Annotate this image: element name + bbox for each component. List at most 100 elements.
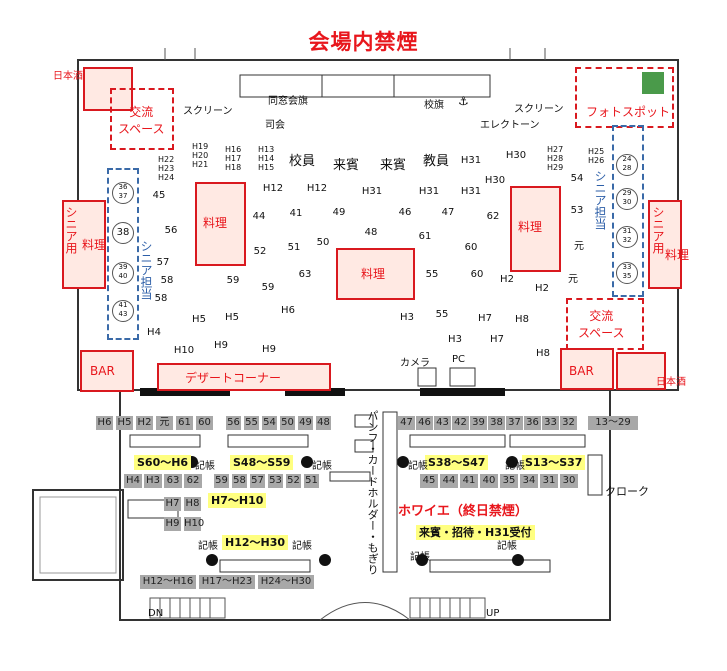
senior-right-area: [648, 200, 682, 289]
senior-left-seat-4: 41 43: [112, 300, 134, 322]
table-label: 49: [332, 207, 346, 218]
foyer-tag: 57: [250, 474, 265, 488]
kicho-label-6: 記帳: [292, 541, 312, 552]
table-label: 60: [464, 242, 478, 253]
electone-label: エレクトーン: [480, 120, 540, 131]
table-label: H7: [478, 313, 492, 324]
senior-right-label: シニア用: [651, 206, 665, 254]
ryori-c-area: [336, 248, 415, 300]
senior-tanto-left-label: シニア担当: [139, 240, 153, 300]
yellow-label-1: S60～H6: [134, 455, 192, 470]
table-label: 47: [441, 207, 455, 218]
yellow-label-7: 来賓・招待・H31受付: [416, 525, 535, 540]
table-label: H7: [490, 334, 504, 345]
foyer-tag: 59: [214, 474, 229, 488]
bar-right-area: [560, 348, 614, 390]
foyer-tag: 52: [286, 474, 301, 488]
table-label: 46: [398, 207, 412, 218]
foyer-tag: 58: [232, 474, 247, 488]
foyer-tag: 50: [280, 416, 295, 430]
pc-label: PC: [452, 354, 466, 365]
senior-tanto-right-label: シニア担当: [593, 170, 607, 230]
table-label: 元: [568, 274, 578, 285]
ryori-e-label: 料理: [665, 248, 690, 262]
ryori-c-label: 料理: [361, 267, 386, 281]
foyer-tag: 44: [440, 474, 458, 488]
head-label-raihin-2: 来賓: [380, 158, 407, 173]
foyer-tag: 37: [506, 416, 523, 430]
mc-label: 司会: [265, 120, 285, 131]
foyer-tag: H8: [184, 497, 201, 511]
table-label: 41: [289, 208, 303, 219]
table-label: 53: [570, 205, 584, 216]
table-label: 51: [287, 242, 301, 253]
table-label: H30: [505, 150, 527, 161]
bar-left-label: BAR: [90, 364, 115, 378]
table-label: H31: [361, 186, 383, 197]
foyer-tag: 33: [542, 416, 559, 430]
table-label: H12: [262, 183, 284, 194]
foyer-tag: H24～H30: [258, 575, 314, 589]
foyer-tag: 56: [226, 416, 241, 430]
kicho-label-4: 記帳: [505, 461, 525, 472]
table-label: H5: [192, 314, 206, 325]
table-label: H8: [515, 314, 529, 325]
foyer-tag: H10: [184, 517, 205, 531]
nihonshu-right-area: [616, 352, 666, 390]
table-label: H6: [281, 305, 295, 316]
up-label: UP: [486, 608, 500, 619]
foyer-tag: 42: [452, 416, 469, 430]
kicho-label-1: 記帳: [195, 461, 215, 472]
foyer-tag: 43: [434, 416, 451, 430]
table-label: H30: [484, 175, 506, 186]
senior-right-seat-4: 33 35: [616, 262, 638, 284]
foyer-tag: H17～H23: [199, 575, 255, 589]
ryori-d-label: 料理: [518, 220, 543, 234]
camera-label: カメラ: [400, 358, 430, 369]
nihonshu-left-label: 日本酒: [53, 71, 83, 82]
dn-label: DN: [148, 608, 164, 619]
foyer-tag: 39: [470, 416, 487, 430]
senior-tanto-left-area: [107, 168, 139, 340]
foyer-tag: 36: [524, 416, 541, 430]
foyer-tag: 34: [520, 474, 538, 488]
foyer-tag: 40: [480, 474, 498, 488]
senior-left-seat-2: 38: [112, 222, 134, 244]
kicho-label-3: 記帳: [408, 461, 428, 472]
table-label: 62: [486, 211, 500, 222]
table-label: 59: [261, 282, 275, 293]
foyer-tag: 60: [196, 416, 213, 430]
senior-left-seat-1: 36 37: [112, 182, 134, 204]
table-label: 50: [316, 237, 330, 248]
table-label: 52: [253, 246, 267, 257]
head-label-kyoin-2: 教員: [423, 154, 450, 169]
table-label: 61: [418, 231, 432, 242]
table-label: H8: [536, 348, 550, 359]
foyer-tag: 38: [488, 416, 505, 430]
table-label: 55: [435, 309, 449, 320]
senior-tanto-right-area: [612, 125, 644, 297]
foyer-tag: 47: [398, 416, 415, 430]
foyer-tag: 49: [298, 416, 313, 430]
screen-right-label: スクリーン: [514, 104, 564, 115]
table-label: H3: [400, 312, 414, 323]
yellow-label-4: S13～S37: [522, 455, 586, 470]
senior-right-seat-1: 24 28: [616, 154, 638, 176]
dessert-area: [157, 363, 331, 391]
foyer-tag: 35: [500, 474, 518, 488]
foyer-tag: H6: [96, 416, 113, 430]
foyer-tag: 63: [164, 474, 182, 488]
yellow-label-3: S38～S47: [425, 455, 489, 470]
yellow-label-2: S48～S59: [230, 455, 294, 470]
foyer-tag: H4: [124, 474, 142, 488]
koryu-right-label: 交流 スペース: [578, 309, 625, 340]
table-label: H3: [448, 334, 462, 345]
table-label: 54: [570, 173, 584, 184]
